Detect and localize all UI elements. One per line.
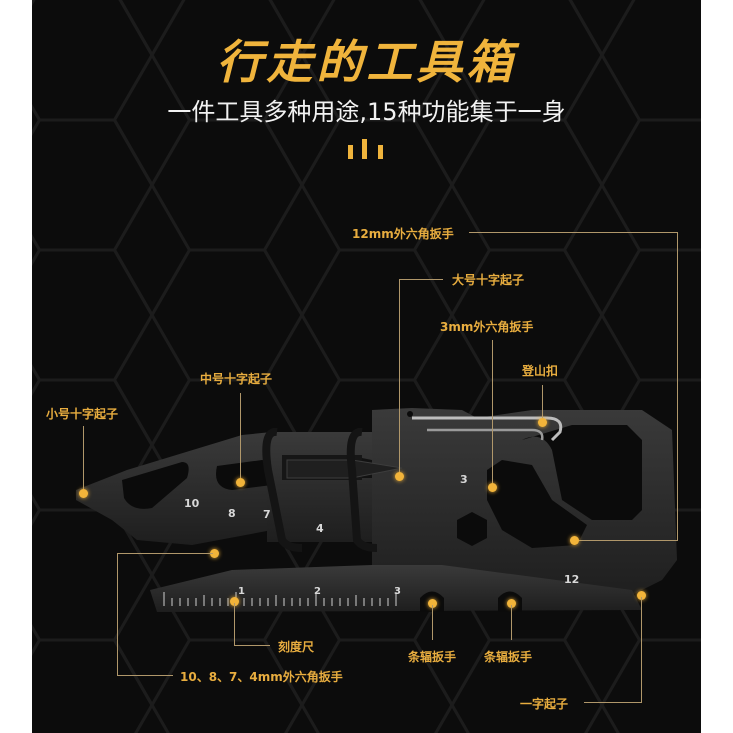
- ruler-mark-2: 2: [314, 586, 321, 597]
- multitool-illustration: [76, 408, 677, 612]
- callout-small-phillips: 小号十字起子: [46, 407, 119, 421]
- callout-spoke-wrench-1: 条辐扳手: [408, 650, 457, 664]
- callout-spoke-wrench-2: 条辐扳手: [484, 650, 533, 664]
- callout-dot-small-phillips: [79, 489, 88, 498]
- page-title: 行走的工具箱: [216, 35, 517, 89]
- callout-ruler: 刻度尺: [278, 640, 315, 654]
- callout-dot-large-phillips: [395, 472, 404, 481]
- marking-4: 4: [316, 522, 324, 535]
- callout-medium-phillips: 中号十字起子: [200, 372, 273, 386]
- marking-8: 8: [228, 507, 236, 520]
- callout-12mm-hex-wrench: 12mm外六角扳手: [352, 227, 454, 241]
- callout-dot-medium-phillips: [236, 478, 245, 487]
- marking-12: 12: [564, 573, 580, 586]
- decorative-bars-icon: [348, 137, 388, 159]
- product-panel: 行走的工具箱 一件工具多种用途,15种功能集于一身: [32, 0, 701, 733]
- callout-large-phillips: 大号十字起子: [452, 273, 525, 287]
- ruler-mark-1: 1: [238, 586, 245, 597]
- callout-flat-screwdriver: 一字起子: [520, 697, 569, 711]
- callout-dot-flat-screwdriver: [637, 591, 646, 600]
- callout-multi-hex-wrench: 10、8、7、4mm外六角扳手: [180, 670, 343, 684]
- callout-dot-spoke-2: [507, 599, 516, 608]
- callout-dot-spoke-1: [428, 599, 437, 608]
- callout-3mm-hex-wrench: 3mm外六角扳手: [440, 320, 534, 334]
- callout-dot-12mm: [570, 536, 579, 545]
- marking-7: 7: [263, 508, 271, 521]
- marking-10: 10: [184, 497, 200, 510]
- ruler-mark-3: 3: [394, 586, 401, 597]
- callout-dot-multi-hex: [210, 549, 219, 558]
- page-subtitle: 一件工具多种用途,15种功能集于一身: [167, 98, 566, 126]
- callout-dot-carabiner: [538, 418, 547, 427]
- callout-carabiner: 登山扣: [522, 364, 559, 378]
- callout-dot-3mm: [488, 483, 497, 492]
- callout-dot-ruler: [230, 597, 239, 606]
- marking-3: 3: [460, 473, 468, 486]
